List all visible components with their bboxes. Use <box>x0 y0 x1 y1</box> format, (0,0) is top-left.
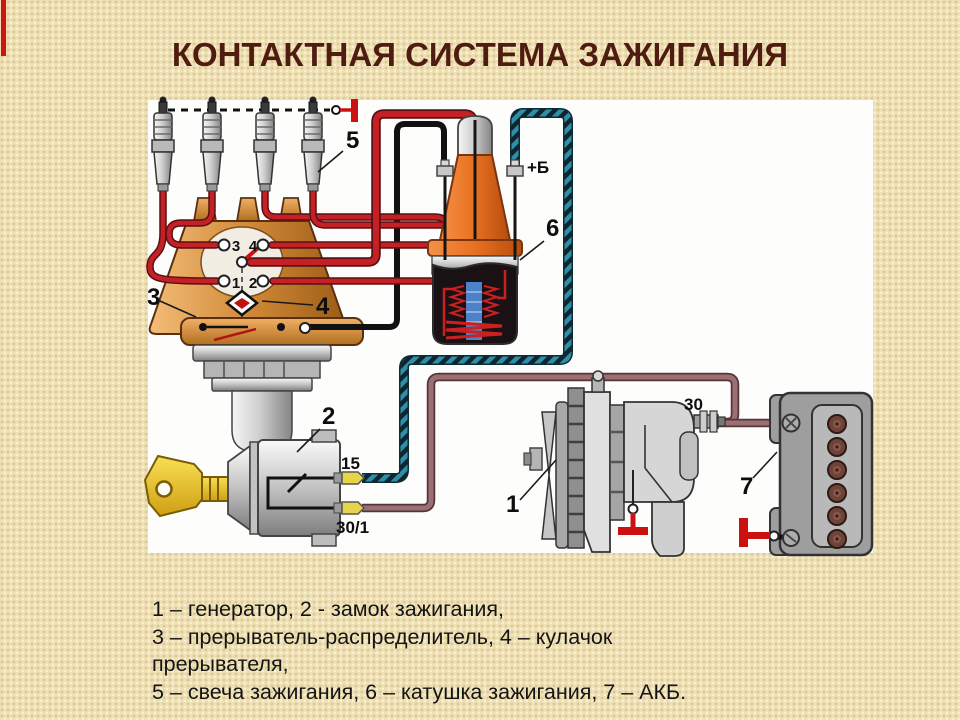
ground-symbol <box>739 518 748 547</box>
lock-terminal-30-1 <box>341 501 366 515</box>
cap-terminal-2-label: 2 <box>249 275 257 292</box>
lock-30-1-label: 30/1 <box>336 518 369 537</box>
label-breaker-cam: 4 <box>316 293 330 320</box>
battery-cells <box>827 414 847 549</box>
red-edge-mark <box>1 0 6 56</box>
label-distributor: 3 <box>147 284 160 311</box>
coil-terminal-plus-b <box>506 165 524 177</box>
legend: 1 – генератор, 2 - замок зажигания, 3 – … <box>152 596 686 706</box>
page-title: КОНТАКТНАЯ СИСТЕМА ЗАЖИГАНИЯ <box>171 36 789 73</box>
lock-terminal-15 <box>341 471 366 485</box>
ground-symbol <box>351 99 358 122</box>
plug-ground-line <box>168 99 358 122</box>
ground-symbol <box>618 527 648 535</box>
cap-terminal-4-label: 4 <box>249 238 258 255</box>
coil-plus-b-label: +Б <box>527 158 549 177</box>
legend-line: 3 – прерыватель-распределитель, 4 – кула… <box>152 624 613 649</box>
label-generator: 1 <box>506 491 519 518</box>
lock-15-label: 15 <box>341 454 360 473</box>
cap-terminal-1-label: 1 <box>232 275 240 292</box>
coil-terminal-breaker <box>436 165 454 177</box>
switch-feed-wire-striped <box>362 108 573 483</box>
label-ignition-lock: 2 <box>322 403 335 430</box>
label-spark-plug: 5 <box>346 127 359 154</box>
callout-labels: 3 4 5 6 2 1 7 +Б 15 30/1 30 <box>147 127 778 537</box>
switch-symbol <box>266 476 352 510</box>
label-battery: 7 <box>740 473 753 500</box>
generator <box>523 370 726 557</box>
cap-terminal-3-label: 3 <box>232 238 240 255</box>
battery <box>739 391 874 557</box>
distributor-cap-face: 3 4 1 2 <box>217 238 270 317</box>
label-ignition-coil: 6 <box>546 215 559 242</box>
ignition-coil <box>427 115 524 345</box>
breaker-terminal <box>299 322 311 334</box>
ignition-lock <box>143 429 366 547</box>
primary-wire-black <box>305 121 447 330</box>
legend-line: прерывателя, <box>152 652 289 676</box>
generator-30-label: 30 <box>684 395 703 414</box>
key[interactable] <box>143 454 205 518</box>
breaker-lever <box>213 327 257 342</box>
fan <box>567 387 585 549</box>
legend-line: 1 – генератор, 2 - замок зажигания, <box>152 597 504 621</box>
breaker-base <box>180 317 364 346</box>
legend-line: 5 – свеча зажигания, 6 – катушка зажиган… <box>152 679 687 704</box>
